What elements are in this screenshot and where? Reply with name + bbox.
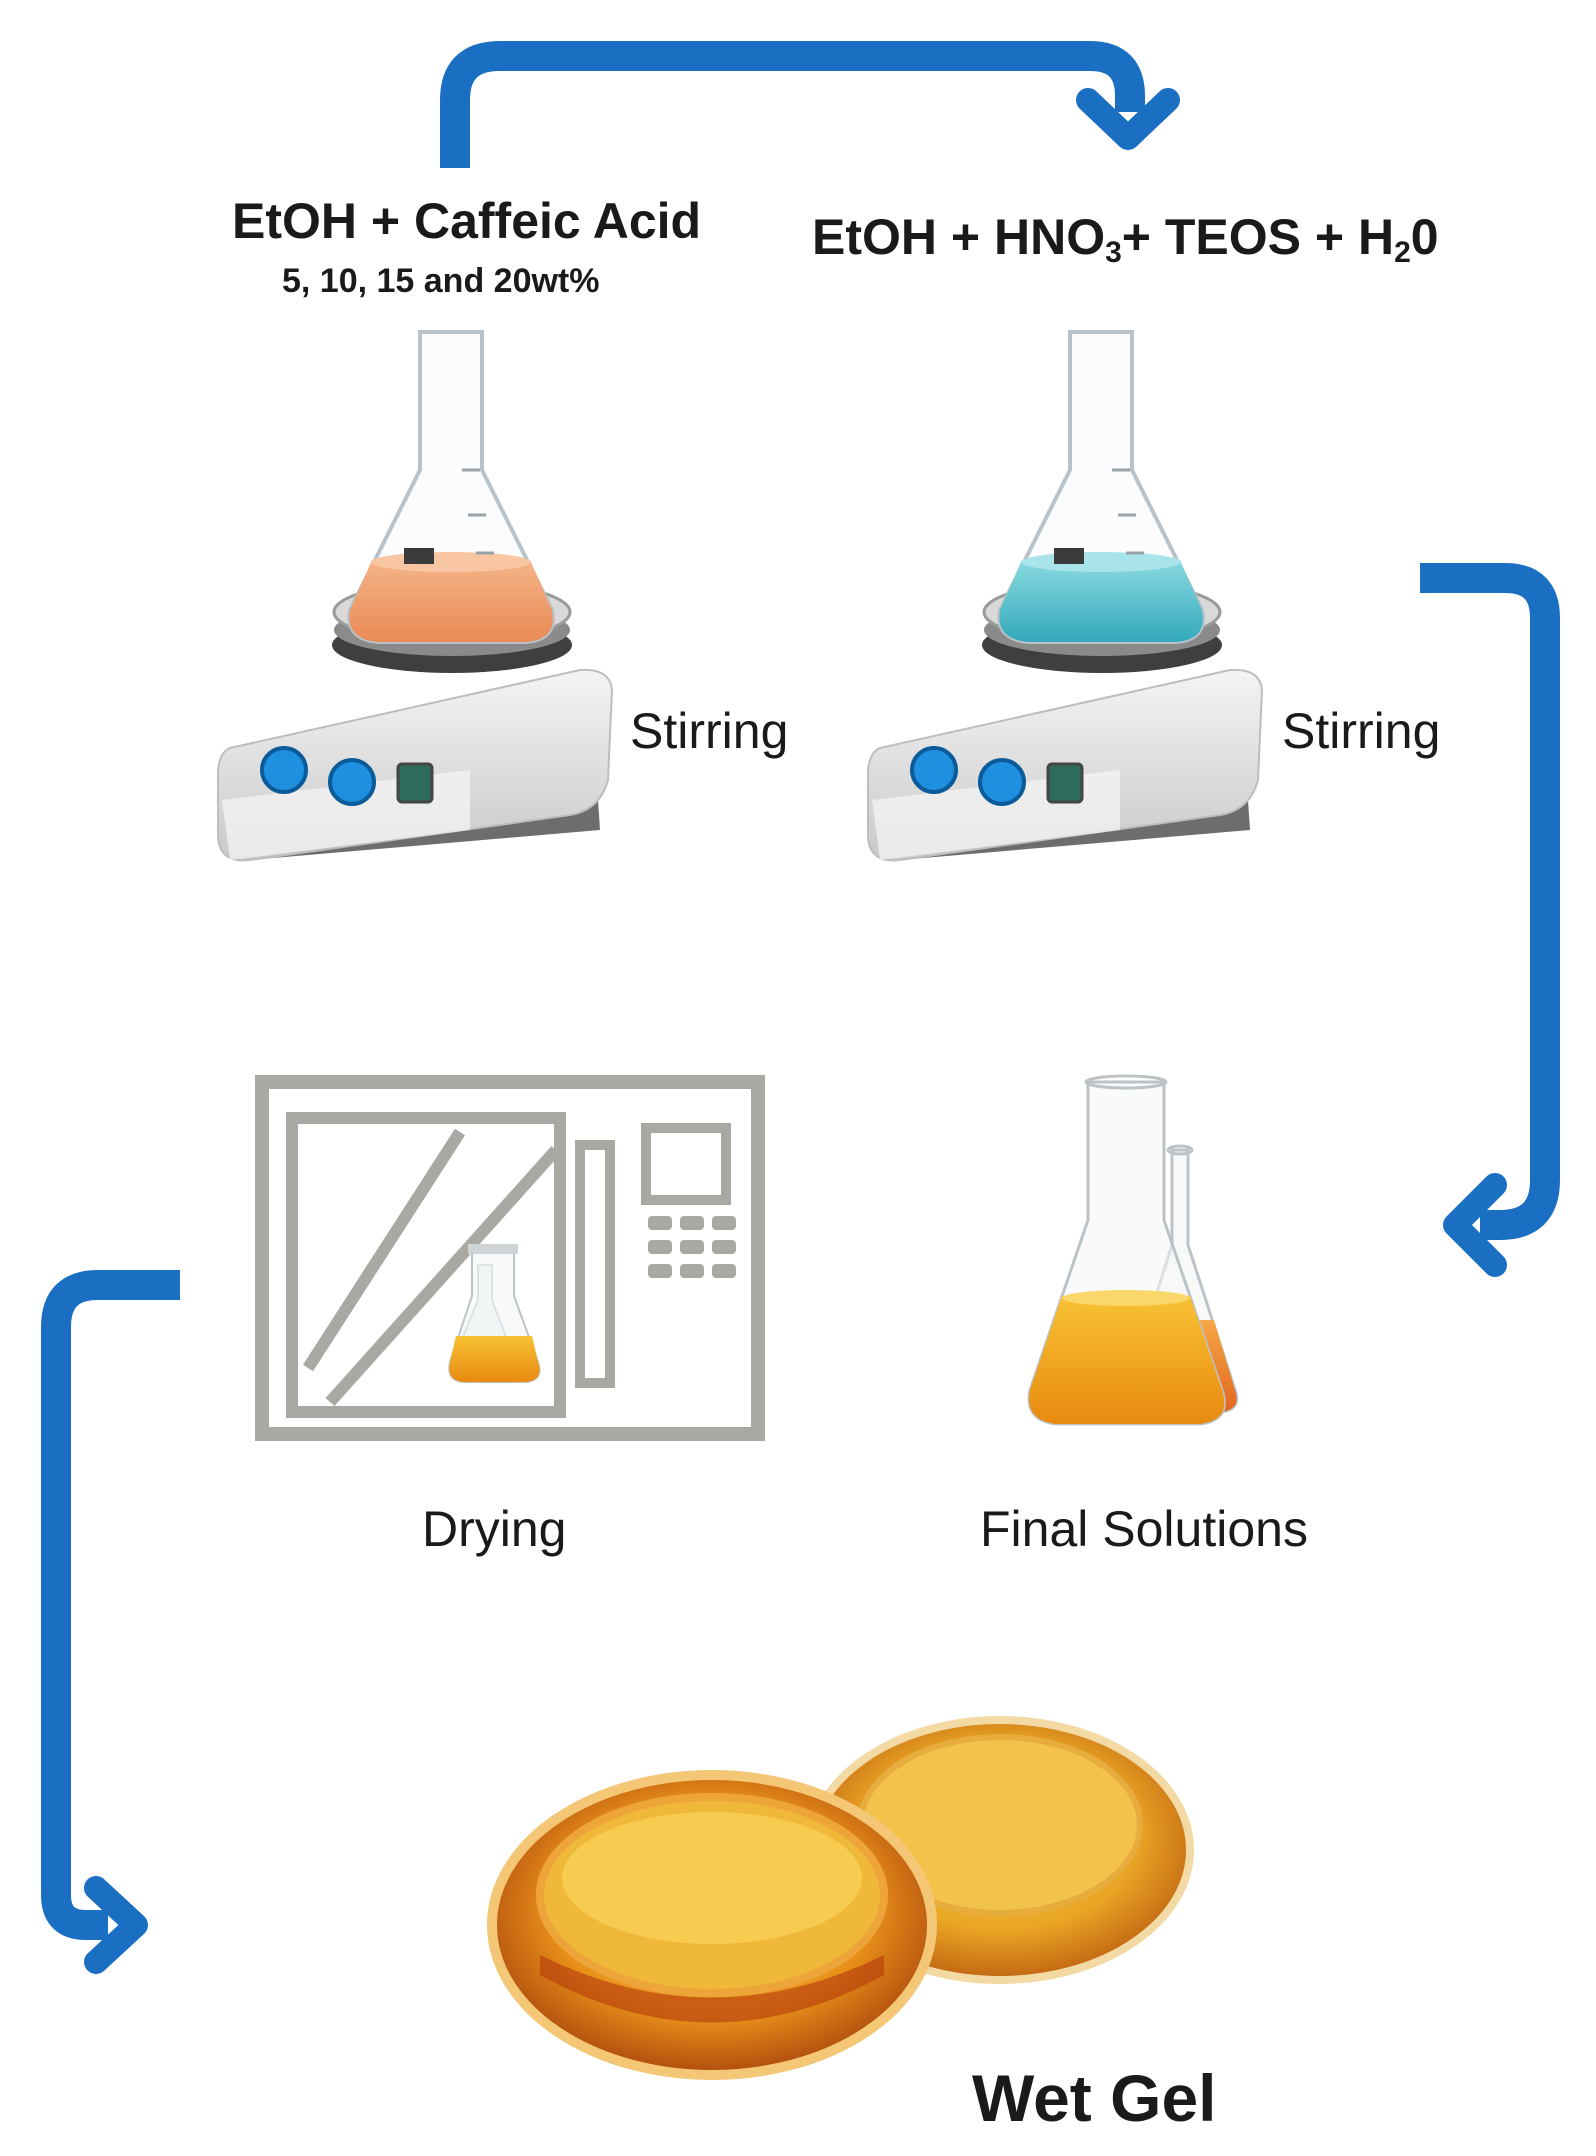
stirrer-switch-icon	[396, 762, 434, 804]
step2-title: EtOH + HNO3+ TEOS + H20	[812, 209, 1439, 269]
arrow-step2-to-final	[1420, 563, 1560, 1277]
arrow-step1-to-step2	[440, 41, 1180, 168]
stirrer-knob-icon	[328, 758, 376, 806]
drying-label: Drying	[422, 1501, 567, 1557]
stirrer-switch-icon	[1046, 762, 1084, 804]
stirrer-knob-icon	[260, 746, 308, 794]
drying-oven-icon	[255, 1075, 765, 1441]
arrow-drying-to-wetgel	[41, 1270, 180, 1974]
step1-title: EtOH + Caffeic Acid	[232, 193, 702, 249]
final-solutions-flasks-icon	[1027, 1074, 1239, 1426]
step1-concentrations: 5, 10, 15 and 20wt%	[282, 262, 600, 300]
stirrer-knob-icon	[910, 746, 958, 794]
step2-action-label: Stirring	[1282, 703, 1441, 759]
stirrer-knob-icon	[978, 758, 1026, 806]
flask-small-amber-icon	[448, 1244, 541, 1383]
wet-gel-label: Wet Gel	[972, 2061, 1217, 2135]
final-solutions-label: Final Solutions	[980, 1501, 1308, 1557]
flask-blue-icon	[997, 330, 1205, 644]
step1-action-label: Stirring	[630, 703, 789, 759]
flask-orange-icon	[347, 330, 555, 644]
wet-gel-dishes-icon	[487, 1716, 1194, 2080]
